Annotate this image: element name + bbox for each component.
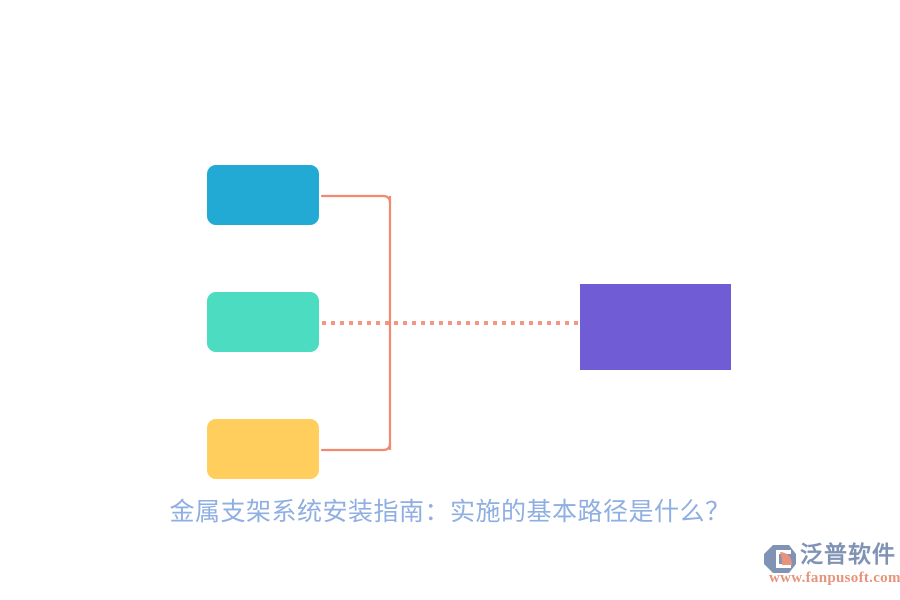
logo-brand-name: 泛普软件 (800, 542, 896, 567)
connector-yellow-to-trunk (320, 441, 392, 452)
connector-blue-to-trunk (320, 194, 392, 205)
diagram-node-blue[interactable] (207, 165, 319, 225)
fanpu-logo-icon (764, 545, 796, 573)
diagram-node-purple[interactable] (580, 284, 731, 370)
logo-url: www.fanpusoft.com (769, 570, 900, 586)
diagram-node-green[interactable] (207, 292, 319, 352)
brand-logo: 泛普软件 www.fanpusoft.com (762, 540, 900, 590)
diagram-node-yellow[interactable] (207, 419, 319, 479)
caption-text: 金属支架系统安装指南：实施的基本路径是什么？ (169, 499, 731, 526)
